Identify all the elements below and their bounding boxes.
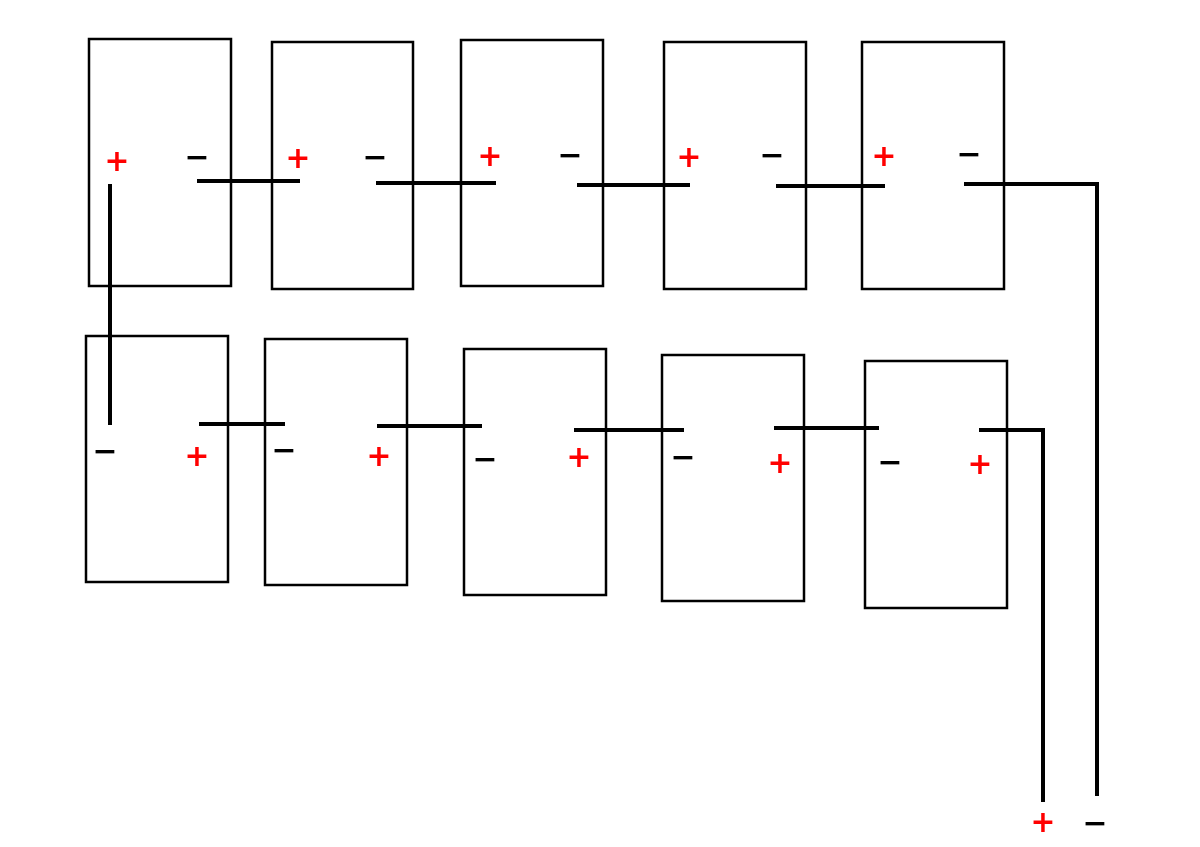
terminal-top-4-right: − bbox=[759, 138, 784, 173]
battery-top-4 bbox=[662, 40, 808, 291]
battery-top-5 bbox=[860, 40, 1006, 291]
terminal-bottom-4-left: − bbox=[670, 440, 695, 475]
battery-bottom-2 bbox=[263, 337, 409, 587]
terminal-top-3-right: − bbox=[557, 138, 582, 173]
terminal-bottom-1-right: + bbox=[184, 439, 209, 474]
terminal-bottom-3-left: − bbox=[472, 442, 497, 477]
top-row-terminals: + − + − + − + − + − bbox=[104, 137, 981, 179]
wires bbox=[108, 179, 1099, 802]
battery-bottom-1 bbox=[84, 334, 230, 584]
terminal-top-5-right: − bbox=[956, 137, 981, 172]
terminal-bottom-2-right: + bbox=[366, 439, 391, 474]
terminal-bottom-4-right: + bbox=[767, 446, 792, 481]
bottom-row-terminals: − + − + − + − + − + bbox=[92, 433, 992, 482]
terminal-top-4-left: + bbox=[676, 140, 701, 175]
output-terminals: + − bbox=[1030, 805, 1107, 841]
terminal-top-3-left: + bbox=[477, 139, 502, 174]
terminal-top-1-right: − bbox=[184, 140, 209, 175]
terminal-top-1-left: + bbox=[104, 144, 129, 179]
bottom-row bbox=[84, 334, 1009, 610]
battery-top-2 bbox=[270, 40, 415, 291]
battery-bottom-5 bbox=[863, 359, 1009, 610]
terminal-top-2-right: − bbox=[362, 140, 387, 175]
terminal-bottom-2-left: − bbox=[271, 433, 296, 468]
wire-bottom-5-output-positive bbox=[979, 428, 1045, 802]
terminal-top-2-left: + bbox=[285, 141, 310, 176]
terminal-bottom-5-right: + bbox=[967, 447, 992, 482]
top-row bbox=[87, 37, 1006, 291]
battery-bottom-3 bbox=[462, 347, 608, 597]
terminal-bottom-3-right: + bbox=[566, 440, 591, 475]
battery-top-1 bbox=[87, 37, 233, 288]
battery-bottom-4 bbox=[660, 353, 806, 603]
terminal-bottom-5-left: − bbox=[877, 445, 902, 480]
output-positive-terminal: + bbox=[1030, 805, 1055, 840]
terminal-top-5-left: + bbox=[871, 139, 896, 174]
wire-top-5-output-negative bbox=[964, 182, 1099, 796]
terminal-bottom-1-left: − bbox=[92, 434, 117, 469]
battery-top-3 bbox=[459, 38, 605, 288]
output-negative-terminal: − bbox=[1082, 806, 1107, 841]
